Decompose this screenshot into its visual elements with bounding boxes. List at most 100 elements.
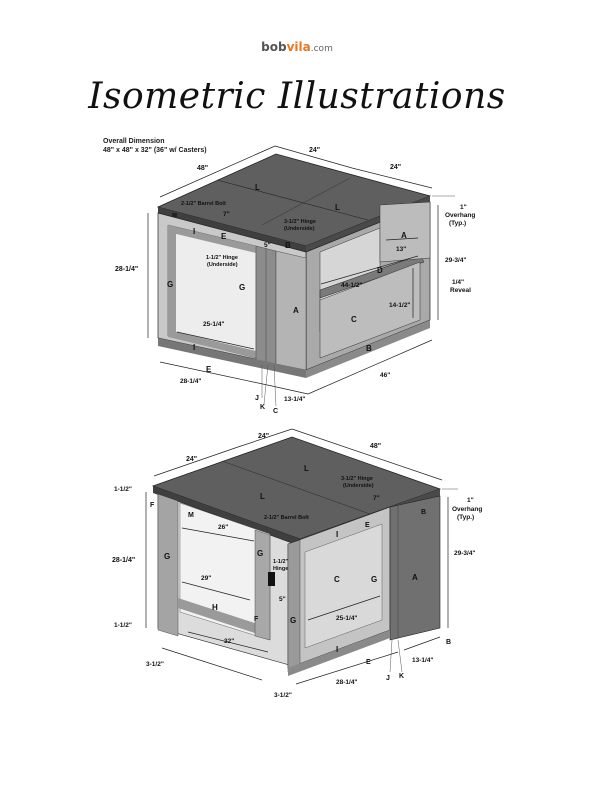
d1-note-hinge-b: (Underside) — [284, 226, 315, 232]
d2-label-e-bottom: E — [366, 659, 371, 666]
d2-top-front-edge — [153, 486, 300, 546]
d1-label-l-left: L — [255, 183, 260, 192]
d2-note-hinge-b: (Underside) — [343, 483, 374, 489]
d1-bottom-front-edge — [158, 338, 306, 378]
d2-bottom-rail — [288, 630, 390, 676]
d2-label-i-bottom: I — [336, 645, 338, 654]
brand-name-part2: vila — [286, 40, 311, 54]
d2-note-hinge-a: 3-1/2" Hinge — [341, 476, 373, 482]
overall-dimension-line1: Overall Dimension — [103, 138, 165, 145]
d1-top-front-edge — [158, 207, 306, 252]
d2-leg-g-mid — [254, 529, 271, 641]
d1-label-b-bottom: B — [366, 344, 372, 353]
d2-label-b-bottom: B — [446, 639, 451, 646]
d1-dim-overhang-note: Overhang — [445, 212, 475, 219]
d2-dim-25: 25-1/4" — [336, 615, 358, 622]
d1-stile-g-left — [168, 225, 176, 338]
d1-label-i-top: I — [193, 227, 195, 236]
d1-label-d: D — [377, 266, 383, 275]
d1-rail-i-bottom — [168, 330, 256, 358]
d2-dim-26: 26" — [218, 524, 228, 531]
d2-ext-k — [397, 639, 403, 673]
d1-dim-b13: 13-1/4" — [284, 396, 306, 403]
d1-panel-a-top — [379, 201, 431, 263]
d1-dim-25: 25-1/4" — [203, 321, 225, 328]
d1-note-barrel-bolt: 2-1/2" Barrel Bolt — [181, 201, 226, 207]
d1-note-hinge-a: 3-1/2" Hinge — [284, 219, 316, 225]
d1-dim-48-line — [159, 145, 276, 198]
d2-note-hinge2-a: 1-1/2" — [273, 559, 289, 565]
overall-dimension-line2: 48" x 48" x 32" (36" w/ Casters) — [103, 147, 207, 154]
d2-dim-25-line — [307, 595, 381, 621]
d1-dim-13-line — [385, 237, 419, 241]
d1-dim-24b-line — [351, 167, 433, 189]
d1-note-hinge2-a: 1-1/2" Hinge — [206, 255, 238, 261]
d1-dim-24b: 24" — [390, 164, 401, 171]
d2-label-f-top: F — [150, 502, 155, 509]
d2-dim-24a-line — [153, 446, 239, 477]
d2-dim-h28: 28-1/4" — [112, 557, 135, 564]
brand-domain: .com — [310, 44, 333, 54]
d2-dim-7: 7" — [373, 495, 380, 502]
d1-dim-overhang-typ: (Typ.) — [449, 220, 466, 227]
d2-top-seam — [221, 460, 371, 515]
d2-note-hinge2-b: Hinge — [273, 566, 288, 572]
d2-label-c: C — [334, 575, 340, 584]
d1-dim-b46: 46" — [380, 372, 390, 379]
d2-dim-h29: 29-3/4" — [454, 550, 476, 557]
d2-label-g-right: G — [371, 575, 377, 584]
d2-note-barrel-bolt: 2-1/2" Barrel Bolt — [264, 515, 309, 521]
d2-dim-1-12-top: 1-1/2" — [114, 486, 132, 493]
overall-dimension-note: Overall Dimension 48" x 48" x 32" (36" w… — [103, 137, 207, 155]
brand-logo: bobvila.com — [0, 40, 594, 54]
d1-ext-k — [263, 364, 269, 405]
d1-label-b-front: B — [285, 241, 291, 250]
d2-dim-b13: 13-1/4" — [412, 657, 434, 664]
d1-label-c-bottom: C — [273, 408, 278, 415]
d1-label-j: J — [255, 395, 259, 402]
d1-top-seam — [216, 179, 369, 221]
d1-top-seam2 — [261, 177, 351, 226]
d1-dim-13: 13" — [396, 246, 406, 253]
page-title: Isometric Illustrations — [88, 76, 506, 117]
d2-label-b-top: B — [421, 509, 426, 516]
d1-dim-48: 48" — [197, 165, 208, 172]
d1-bottom-right-edge — [306, 320, 430, 378]
d1-dim-25-line — [176, 331, 255, 350]
d2-dim-b3-12b: 3-1/2" — [274, 692, 292, 699]
d1-label-l-right: L — [335, 203, 340, 212]
d1-dim-h28: 28-1/4" — [115, 266, 138, 273]
d1-label-i-bottom: I — [193, 343, 195, 352]
d1-dim-44: 44-1/2" — [341, 282, 363, 289]
d2-leg-g-front — [287, 539, 301, 673]
d2-label-g-mid: G — [257, 549, 263, 558]
d2-dim-b13-line — [403, 636, 441, 651]
d2-dim-24b-line — [237, 428, 293, 448]
d1-dim-24a: 24" — [309, 147, 320, 154]
d1-panel-c — [319, 261, 421, 359]
d2-dim-b28: 28-1/4" — [336, 679, 358, 686]
d2-dim-24b: 24" — [258, 433, 269, 440]
d2-dim-overhang-note: Overhang — [452, 506, 482, 513]
d1-dim-24a-line — [274, 145, 353, 169]
d2-dim-24a: 24" — [186, 456, 197, 463]
d1-label-k: K — [260, 404, 265, 411]
d2-dim-32: 32" — [224, 638, 234, 645]
d1-dim-reveal-a: 1/4" — [452, 279, 464, 286]
d2-label-h: H — [212, 603, 218, 612]
d2-dim-26-line — [181, 527, 255, 542]
d1-label-a-side: A — [293, 306, 299, 315]
d2-rail-h — [178, 598, 270, 638]
d2-dim-overhang: 1" — [467, 497, 474, 504]
d2-dim-b3-12a: 3-1/2" — [146, 661, 164, 668]
d1-ext-c — [273, 364, 277, 407]
d2-ext-j — [389, 639, 393, 673]
d2-dim-29-line — [181, 581, 251, 601]
d1-panel-a-side — [275, 250, 307, 371]
d2-leg-g-left — [157, 493, 179, 637]
d2-label-j: J — [386, 675, 390, 682]
d2-label-g-front: G — [290, 616, 296, 625]
d2-dim-48-line — [291, 428, 443, 481]
d2-dim-1-12-bot: 1-1/2" — [114, 622, 132, 629]
